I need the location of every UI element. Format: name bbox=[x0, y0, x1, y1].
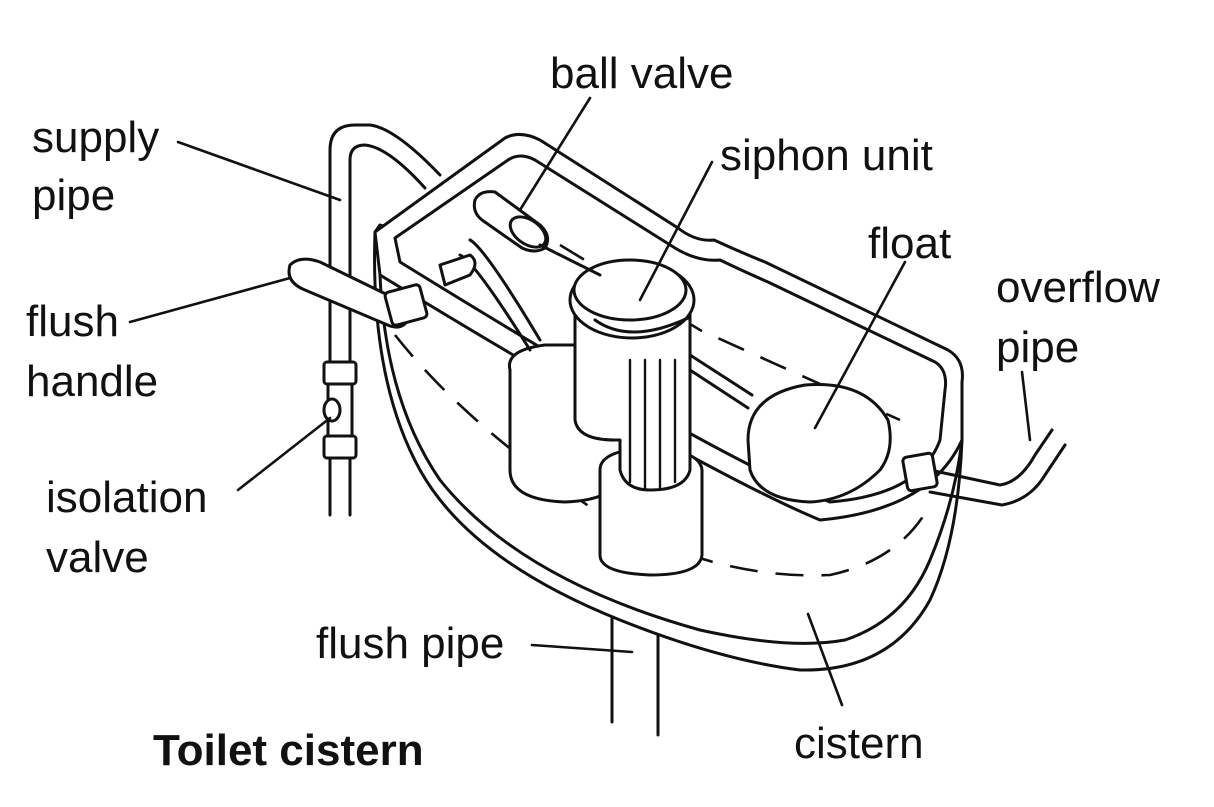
label-float: float bbox=[868, 219, 951, 268]
label-cistern: cistern bbox=[794, 719, 924, 768]
label-ball-valve: ball valve bbox=[550, 49, 733, 98]
leader-flush-pipe bbox=[530, 643, 634, 654]
flush-handle-shape bbox=[287, 257, 429, 329]
isolation-valve-shape bbox=[322, 360, 358, 460]
diagram-title: Toilet cistern bbox=[153, 726, 424, 775]
leader-supply-pipe bbox=[176, 140, 342, 202]
leader-ball-valve bbox=[518, 96, 592, 212]
leader-siphon-unit bbox=[638, 160, 714, 302]
label-overflow-pipe-line2: pipe bbox=[996, 323, 1079, 372]
label-isolation-valve-line2: valve bbox=[46, 533, 149, 582]
siphon-unit-shape bbox=[507, 258, 704, 577]
supply-pipe bbox=[328, 123, 442, 517]
label-flush-handle-line1: flush bbox=[26, 297, 119, 346]
leader-lines bbox=[128, 96, 1032, 707]
leader-cistern bbox=[806, 612, 844, 707]
ball-valve-shape bbox=[438, 190, 754, 410]
label-flush-pipe: flush pipe bbox=[316, 619, 504, 668]
label-overflow-pipe-line1: overflow bbox=[996, 263, 1160, 312]
label-isolation-valve-line1: isolation bbox=[46, 473, 207, 522]
float-shape bbox=[746, 382, 892, 504]
leader-flush-handle bbox=[128, 276, 292, 324]
water-level-line bbox=[393, 334, 932, 577]
label-siphon-unit: siphon unit bbox=[720, 131, 933, 180]
leader-float bbox=[813, 260, 907, 430]
overflow-pipe-shape bbox=[901, 428, 1067, 507]
label-supply-pipe-line1: supply bbox=[32, 113, 159, 162]
leader-overflow-pipe bbox=[1020, 370, 1032, 442]
label-flush-handle-line2: handle bbox=[26, 357, 158, 406]
label-supply-pipe-line2: pipe bbox=[32, 171, 115, 220]
leader-isolation-valve bbox=[236, 416, 332, 492]
